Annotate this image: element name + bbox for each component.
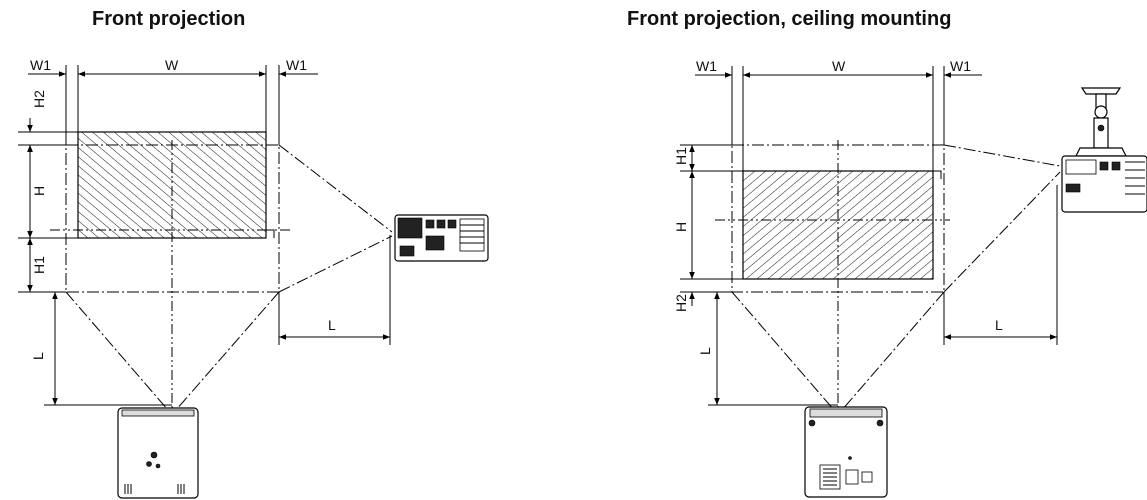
label-h1: H1 bbox=[31, 256, 47, 274]
right-diagram: W1 W W1 H1 H H2 L L bbox=[673, 58, 1147, 498]
label-h2: H2 bbox=[31, 90, 47, 108]
label-l-vertical: L bbox=[697, 347, 713, 355]
label-w1-left: W1 bbox=[696, 58, 717, 74]
label-l-horizontal: L bbox=[995, 317, 1003, 333]
label-l-horizontal: L bbox=[328, 317, 336, 333]
label-h1: H1 bbox=[673, 147, 689, 165]
projector-side-view-icon bbox=[1061, 155, 1147, 213]
label-w1-right: W1 bbox=[950, 58, 971, 74]
beam-bottom bbox=[731, 291, 945, 411]
label-w1-left: W1 bbox=[30, 57, 51, 73]
beam-bottom bbox=[65, 291, 280, 411]
screen-area bbox=[742, 170, 934, 280]
label-h: H bbox=[31, 186, 47, 196]
title-front-projection: Front projection bbox=[92, 8, 246, 30]
left-diagram: W1 W W1 H2 H H1 L L bbox=[18, 57, 489, 499]
label-w: W bbox=[832, 58, 846, 74]
screen-area bbox=[77, 131, 267, 239]
right-angle-mark bbox=[266, 229, 275, 238]
projector-top-view-icon bbox=[804, 406, 888, 498]
title-front-projection-ceiling: Front projection, ceiling mounting bbox=[627, 8, 952, 30]
projector-side-view-icon bbox=[394, 214, 489, 262]
label-h2: H2 bbox=[673, 294, 689, 312]
beam-right bbox=[278, 144, 393, 293]
label-w1-right: W1 bbox=[286, 57, 307, 73]
label-h: H bbox=[673, 222, 689, 232]
beam-right bbox=[943, 144, 1061, 293]
label-l-vertical: L bbox=[30, 352, 46, 360]
label-w: W bbox=[165, 57, 179, 73]
right-angle-mark bbox=[933, 170, 942, 179]
projector-top-view-icon bbox=[117, 407, 199, 499]
ceiling-mount-icon bbox=[1075, 87, 1127, 157]
